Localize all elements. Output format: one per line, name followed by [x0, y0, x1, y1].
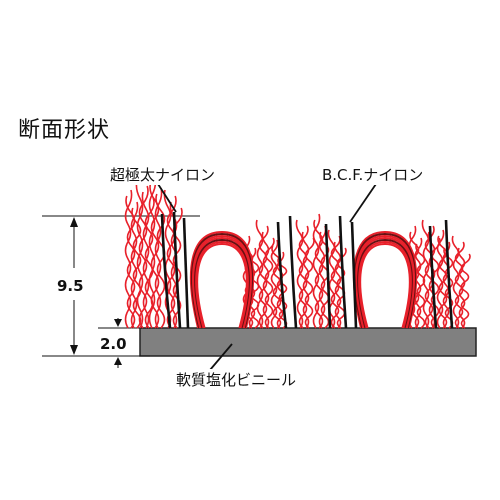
thick-nylon-strand: [338, 215, 348, 329]
leader-lines: [157, 183, 377, 371]
bcf-fiber: [155, 193, 166, 329]
bcf-nylon-label: B.C.F.ナイロン: [318, 164, 428, 185]
bcf-fiber: [313, 219, 324, 329]
vinyl-base: [139, 327, 477, 357]
section-title: 断面形状: [18, 118, 111, 143]
bcf-fiber: [312, 213, 321, 329]
bcf-fiber: [437, 235, 448, 329]
thick-nylon-strand: [182, 217, 190, 329]
dimension-arrows: [70, 217, 122, 365]
bcf-fiber: [154, 187, 163, 329]
thick-nylon-strand: [160, 213, 172, 329]
bcf-fiber: [148, 175, 157, 329]
thick-nylon-strand: [276, 221, 288, 329]
bcf-fiber: [298, 225, 309, 329]
bcf-fiber: [131, 207, 142, 329]
bcf-fiber: [436, 229, 445, 329]
bcf-fiber: [163, 189, 172, 329]
bcf-fiber: [318, 225, 327, 329]
bcf-fiber: [258, 225, 269, 329]
bcf-fiber: [270, 239, 279, 329]
bcf-fiber: [424, 225, 435, 329]
pile-height-dimension: 9.5: [57, 277, 84, 295]
thick-nylon-strand: [444, 219, 454, 329]
thick-nylon-strand: [172, 211, 182, 329]
bcf-fiber: [249, 253, 260, 329]
thick-nylon-strand: [324, 223, 332, 329]
bcf-fiber: [421, 219, 430, 329]
bcf-fiber: [138, 185, 149, 329]
bcf-fiber: [264, 237, 275, 329]
loop-fiber: [359, 242, 411, 329]
bcf-fiber: [330, 235, 341, 329]
bcf-fiber: [414, 237, 423, 329]
thick-nylon-strand: [288, 215, 298, 329]
bcf-fiber: [454, 241, 465, 329]
pile-strands: [124, 175, 471, 329]
bcf-fiber: [295, 219, 304, 329]
thick-nylon-label: 超極太ナイロン: [106, 164, 220, 185]
thick-nylon-strand: [350, 221, 358, 329]
bcf-fiber: [442, 241, 451, 329]
bcf-fiber: [144, 197, 155, 329]
base-thickness-dimension: 2.0: [100, 335, 127, 353]
bcf-fiber: [304, 237, 315, 329]
bcf-fiber: [255, 219, 264, 329]
thick-nylon-strand: [428, 225, 438, 329]
bcf-fiber: [124, 189, 133, 329]
soft-pvc-label: 軟質塩化ビニール: [172, 369, 301, 390]
bcf-fiber: [166, 195, 177, 329]
bcf-fiber: [276, 251, 285, 329]
loop-fiber: [196, 242, 248, 329]
bcf-fiber: [460, 253, 471, 329]
bcf-fiber: [130, 201, 139, 329]
